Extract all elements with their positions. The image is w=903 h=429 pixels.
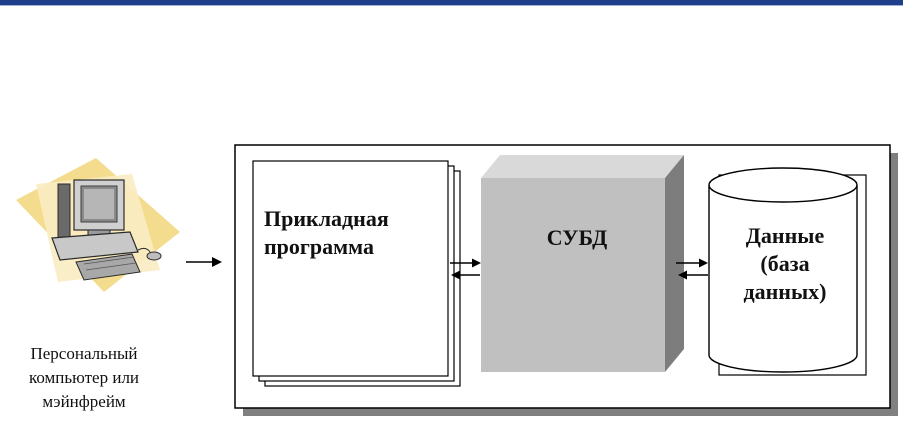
database-label-line: Данные: [745, 223, 825, 248]
dbms-data-arrows: [676, 258, 708, 280]
app-dbms-arrows: [450, 258, 481, 280]
database-label-line: (база: [760, 251, 810, 276]
application-program-label: Прикладная программа: [264, 206, 389, 259]
personal-computer-icon: [16, 158, 180, 292]
computer-label-line: компьютер или: [28, 368, 140, 387]
database-cylinder: [708, 167, 867, 376]
database-label: Данные (база данных): [715, 222, 855, 306]
input-arrow: [186, 257, 222, 267]
dbms-label: СУБД: [546, 225, 608, 250]
application-program-block: [252, 160, 461, 387]
computer-label-line: Персональный: [30, 344, 138, 363]
computer-label: Персональный компьютер или мэйнфрейм: [0, 342, 168, 414]
computer-label-line: мэйнфрейм: [42, 392, 126, 411]
database-label-line: данных): [743, 279, 827, 304]
header-rule: [0, 0, 903, 5]
dbms-block: [481, 155, 684, 372]
